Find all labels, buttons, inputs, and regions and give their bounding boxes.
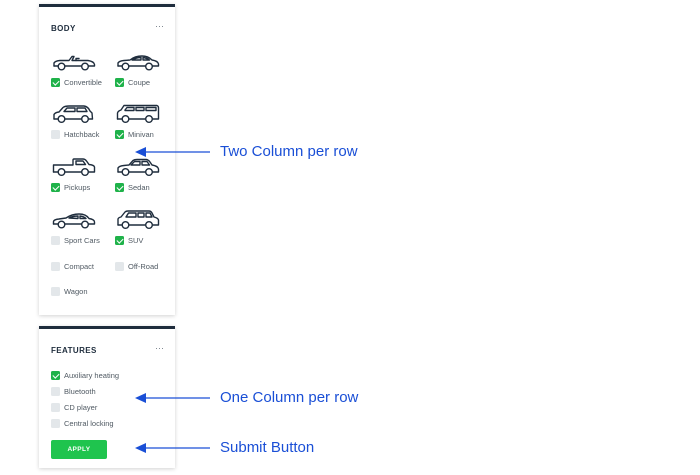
features-filter-more-icon[interactable]: ···	[155, 343, 164, 353]
checkbox-checked-icon[interactable]	[115, 183, 124, 192]
body-checkbox-minivan[interactable]: Minivan	[115, 130, 154, 139]
annotation-two-column: Two Column per row	[220, 143, 358, 160]
body-checkbox-sport-cars[interactable]: Sport Cars	[51, 236, 100, 245]
body-option-label: Sport Cars	[64, 236, 100, 245]
annotation-arrow-submit	[135, 443, 210, 453]
body-option-label: Minivan	[128, 130, 154, 139]
checkbox-unchecked-icon[interactable]	[51, 236, 60, 245]
body-checkbox-pickups[interactable]: Pickups	[51, 183, 90, 192]
body-option-label: Off-Road	[128, 262, 159, 271]
annotation-arrow-one-column	[135, 393, 210, 403]
body-option-label: Wagon	[64, 287, 88, 296]
body-option-hatchback: Hatchback	[51, 103, 113, 151]
minivan-car-icon	[115, 103, 161, 125]
annotation-arrow-two-column	[135, 147, 210, 157]
body-option-label: Pickups	[64, 183, 91, 192]
body-filter-title: BODY	[51, 24, 76, 33]
body-option-convertible: Convertible	[51, 51, 113, 99]
body-checkbox-off-road[interactable]: Off-Road	[115, 262, 158, 271]
body-checkbox-suv[interactable]: SUV	[115, 236, 143, 245]
body-option-label: Coupe	[128, 78, 151, 87]
checkbox-checked-icon[interactable]	[115, 236, 124, 245]
checkbox-unchecked-icon[interactable]	[51, 287, 60, 296]
checkbox-unchecked-icon[interactable]	[115, 262, 124, 271]
checkbox-unchecked-icon[interactable]	[51, 387, 60, 396]
body-option-sedan: Sedan	[115, 156, 177, 204]
body-option-minivan: Minivan	[115, 103, 177, 151]
annotation-one-column: One Column per row	[220, 389, 359, 406]
feature-option-label: Bluetooth	[64, 387, 96, 396]
feature-checkbox-bluetooth[interactable]: Bluetooth	[51, 387, 96, 396]
feature-option-label: CD player	[64, 403, 98, 412]
body-option-suv: SUV	[115, 209, 177, 257]
body-checkbox-hatchback[interactable]: Hatchback	[51, 130, 99, 139]
annotation-submit-button: Submit Button	[220, 439, 315, 456]
checkbox-unchecked-icon[interactable]	[51, 262, 60, 271]
checkbox-checked-icon[interactable]	[115, 130, 124, 139]
body-checkbox-wagon[interactable]: Wagon	[51, 287, 88, 296]
feature-option-label: Central locking	[64, 419, 114, 428]
sedan-car-icon	[115, 156, 161, 178]
body-option-coupe: Coupe	[115, 51, 177, 99]
body-filter-panel: BODY ··· Convertible	[39, 4, 175, 315]
feature-checkbox-cd-player[interactable]: CD player	[51, 403, 97, 412]
body-option-label: Sedan	[128, 183, 150, 192]
body-option-label: SUV	[128, 236, 144, 245]
checkbox-unchecked-icon[interactable]	[51, 403, 60, 412]
feature-option-label: Auxiliary heating	[64, 371, 120, 380]
checkbox-checked-icon[interactable]	[51, 183, 60, 192]
feature-checkbox-auxiliary-heating[interactable]: Auxiliary heating	[51, 371, 119, 380]
body-checkbox-convertible[interactable]: Convertible	[51, 78, 102, 87]
body-filter-more-icon[interactable]: ···	[155, 21, 164, 31]
checkbox-unchecked-icon[interactable]	[51, 130, 60, 139]
body-checkbox-coupe[interactable]: Coupe	[115, 78, 150, 87]
pickup-truck-icon	[51, 156, 97, 178]
body-checkbox-sedan[interactable]: Sedan	[115, 183, 150, 192]
coupe-car-icon	[115, 51, 161, 73]
checkbox-checked-icon[interactable]	[51, 78, 60, 87]
feature-checkbox-central-locking[interactable]: Central locking	[51, 419, 114, 428]
checkbox-checked-icon[interactable]	[115, 78, 124, 87]
checkbox-unchecked-icon[interactable]	[51, 419, 60, 428]
features-filter-title: FEATURES	[51, 346, 97, 355]
convertible-car-icon	[51, 51, 97, 73]
apply-button[interactable]: APPLY	[51, 440, 107, 459]
body-option-pickups: Pickups	[51, 156, 113, 204]
checkbox-checked-icon[interactable]	[51, 371, 60, 380]
sport-car-icon	[51, 209, 97, 231]
body-checkbox-compact[interactable]: Compact	[51, 262, 94, 271]
suv-car-icon	[115, 209, 161, 231]
body-option-label: Hatchback	[64, 130, 100, 139]
body-option-label: Convertible	[64, 78, 102, 87]
hatchback-car-icon	[51, 103, 97, 125]
body-option-sport-cars: Sport Cars	[51, 209, 113, 257]
features-filter-panel: FEATURES ··· Auxiliary heating Bluetooth…	[39, 326, 175, 468]
body-option-label: Compact	[64, 262, 95, 271]
